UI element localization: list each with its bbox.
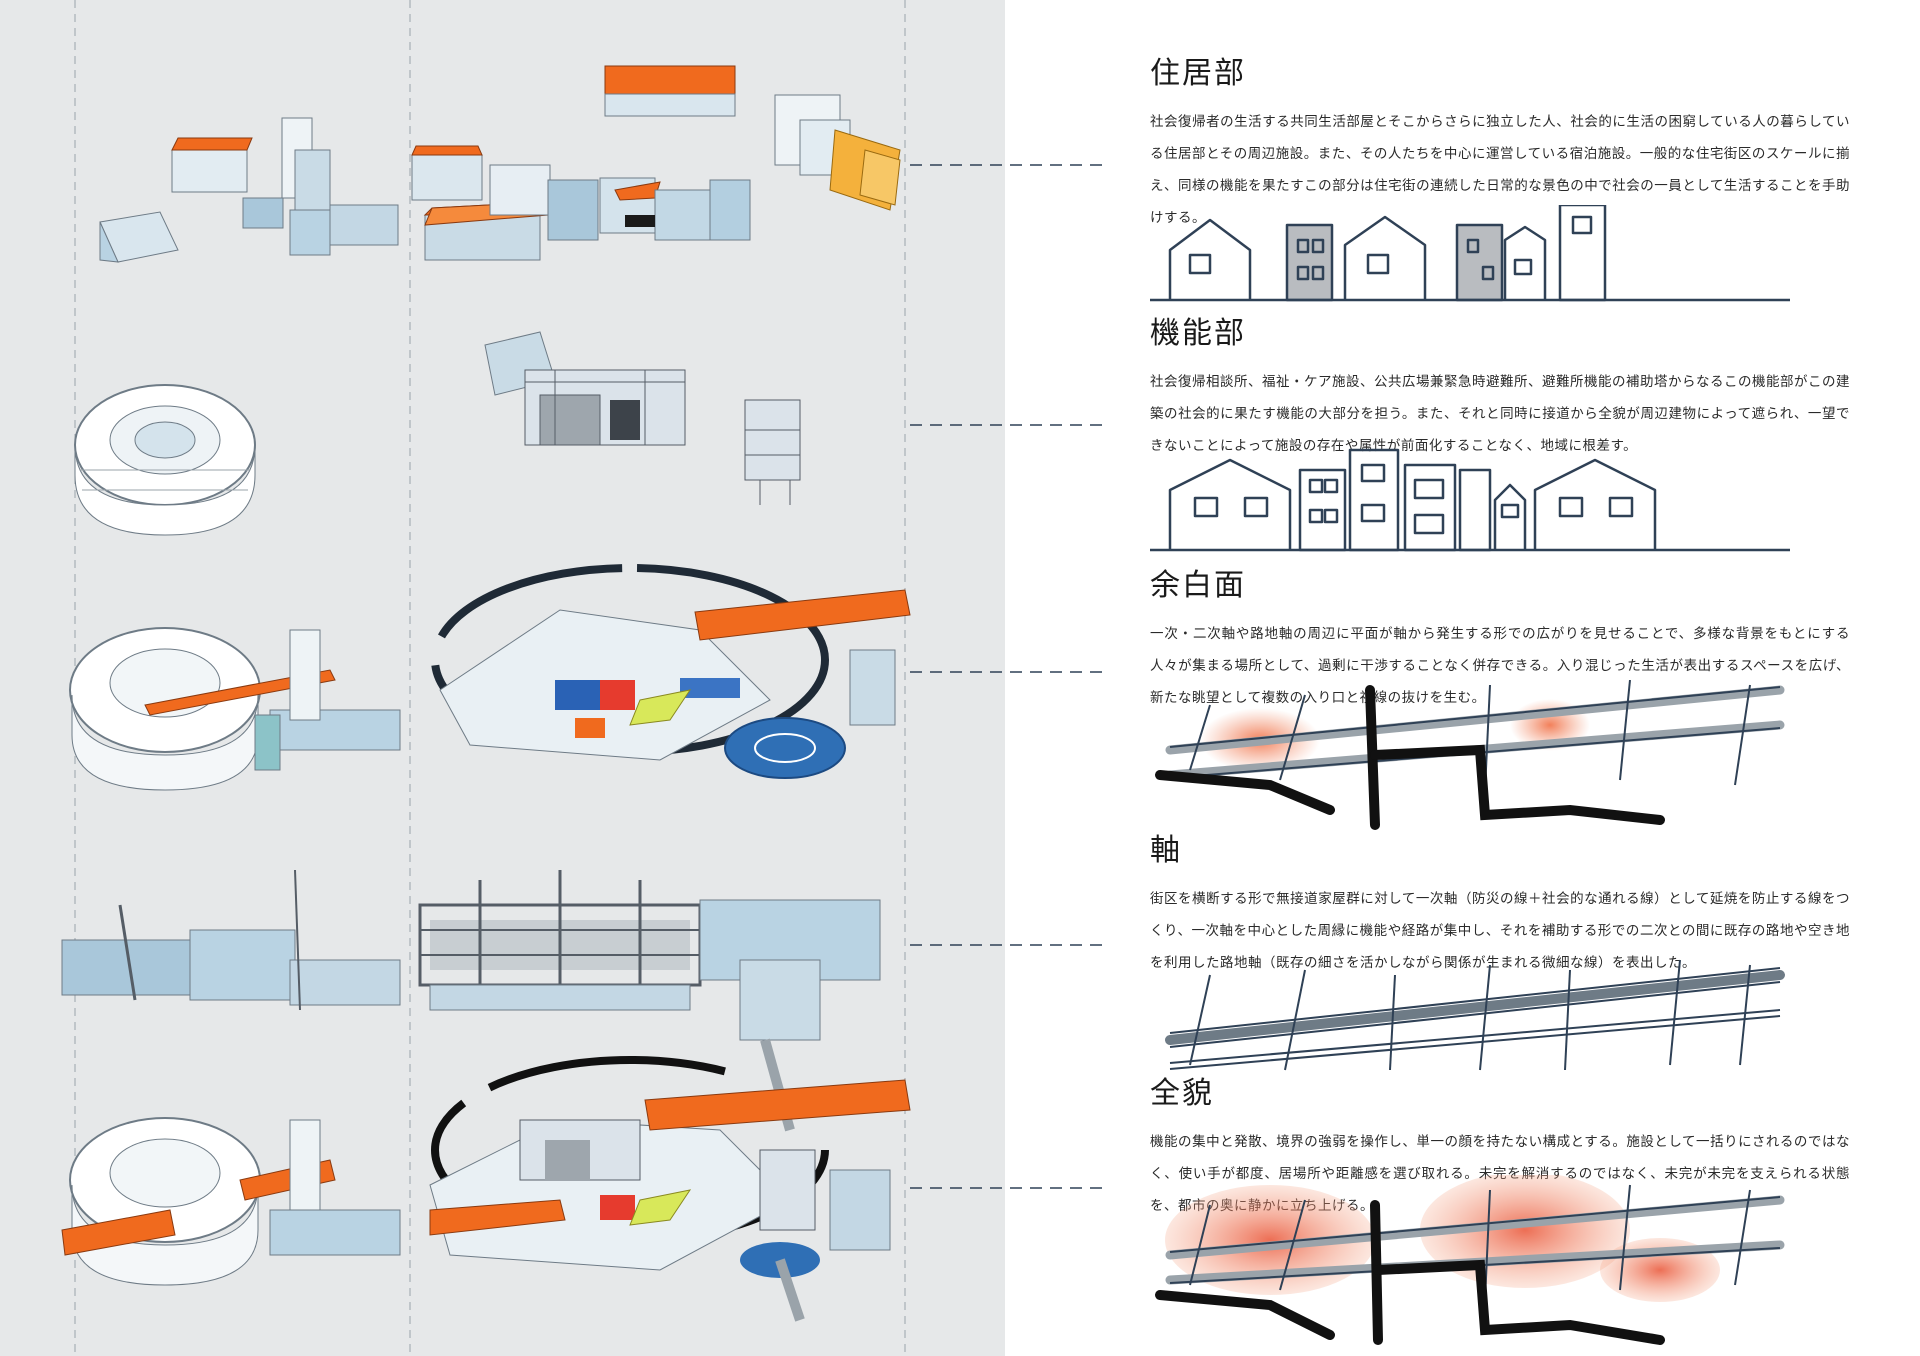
axis-sketch [1165,959,1785,1071]
section-axis: 軸 街区を横断する形で無接道家屋群に対して一次軸（防災の線＋社会的な通れる線）と… [1150,825,1850,979]
section-body: 社会復帰者の生活する共同生活部屋とそこからさらに独立した人、社会的に生活の困窮し… [1150,114,1850,226]
housing-axonometric [99,65,901,263]
section-title: 軸 [1150,833,1182,868]
section-function: 機能部 社会復帰相談所、福祉・ケア施設、公共広場兼緊急時避難所、避難所機能の補助… [1150,308,1850,462]
axis-frame-axonometric [61,869,881,1132]
overall-axonometric [61,1056,911,1322]
function-sketch [1150,448,1790,552]
section-title: 余白面 [1150,568,1246,603]
section-housing: 住居部 社会復帰者の生活する共同生活部屋とそこからさらに独立した人、社会的に生活… [1150,48,1850,234]
house-sketch-icon [1168,218,1252,300]
section-title: 全貌 [1150,1076,1214,1111]
void-surface-sketch [1155,680,1785,830]
void-surface-axonometric [69,564,911,791]
section-title: 機能部 [1150,316,1246,351]
overview-sketch [1155,1175,1785,1345]
function-axonometric [74,331,801,536]
axonometric-drawings [61,0,911,1356]
section-body: 街区を横断する形で無接道家屋群に対して一次軸（防災の線＋社会的な通れる線）として… [1150,891,1850,971]
section-body: 一次・二次軸や路地軸の周辺に平面が軸から発生する形での広がりを見せることで、多様… [1150,626,1850,706]
housing-sketch [1150,205,1790,302]
section-title: 住居部 [1150,56,1246,91]
section-void-surface: 余白面 一次・二次軸や路地軸の周辺に平面が軸から発生する形での広がりを見せること… [1150,560,1850,714]
section-body: 社会復帰相談所、福祉・ケア施設、公共広場兼緊急時避難所、避難所機能の補助塔からな… [1150,374,1850,454]
axonometric-panel [0,0,1005,1356]
tower-sketch-icon [1558,205,1607,302]
